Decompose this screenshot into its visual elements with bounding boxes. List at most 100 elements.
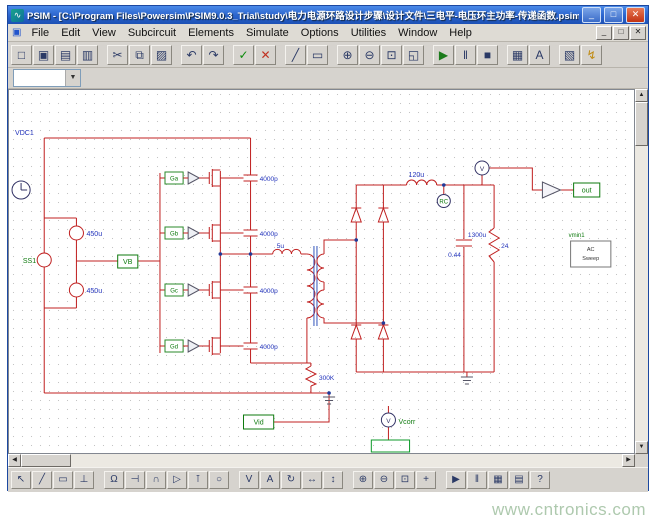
child-close-button[interactable]: ✕ [630,25,646,40]
text-button[interactable]: A [529,44,550,65]
vb-label-box[interactable]: VB [117,254,139,269]
clamp-capacitor-2[interactable] [243,229,258,237]
rotate-tool-button[interactable]: ↻ [281,471,301,489]
clamp-capacitor-4[interactable] [243,342,258,350]
subcircuit-select-combo[interactable]: ▼ [13,69,81,87]
scroll-right-icon[interactable]: ▶ [622,454,635,467]
menu-view[interactable]: View [92,26,116,39]
scroll-left-icon[interactable]: ◀ [8,454,21,467]
source-tool-button[interactable]: ○ [209,471,229,489]
close-button[interactable]: ✕ [626,7,645,23]
ground-tool-button[interactable]: ⊥ [74,471,94,489]
child-minimize-button[interactable]: _ [596,25,612,40]
voltage-probe-tool-button[interactable]: V [239,471,259,489]
diode-top-left[interactable] [350,206,362,223]
switch-gb[interactable]: Gb [164,224,221,242]
output-port-box[interactable]: out [573,182,601,198]
document-icon[interactable]: ▣ [12,27,22,38]
confirm-button[interactable]: ✓ [233,44,254,65]
cut-button[interactable]: ✂ [107,44,128,65]
clamp-capacitor-3[interactable] [243,286,258,294]
zoom-out-tool-button[interactable]: ⊖ [374,471,394,489]
paste-button[interactable]: ▨ [151,44,172,65]
wire-tool-button[interactable]: ╱ [32,471,52,489]
vid-label-box[interactable]: Vid [242,414,275,430]
clock-source[interactable] [11,180,31,200]
chevron-down-icon[interactable]: ▼ [65,70,80,86]
horizontal-scroll-thumb[interactable] [21,454,71,467]
menu-elements[interactable]: Elements [188,26,234,39]
load-resistor[interactable] [488,227,501,263]
rc-probe[interactable]: RC [436,194,451,208]
series-inductor[interactable] [272,248,302,255]
cancel-button[interactable]: ✕ [255,44,276,65]
bus-source-bottom[interactable] [68,282,84,298]
mosfet-tool-button[interactable]: ⊺ [188,471,208,489]
copy-button[interactable]: ⧉ [129,44,150,65]
op-amp[interactable] [541,181,562,199]
menu-utilities[interactable]: Utilities [350,26,387,39]
menu-subcircuit[interactable]: Subcircuit [127,26,177,39]
run-tool-button[interactable]: ▶ [446,471,466,489]
switch-gd[interactable]: Gd [164,337,221,355]
bus-source-top[interactable] [68,225,84,241]
vcorr-block[interactable] [370,439,411,453]
run-simulation-button[interactable]: ▶ [433,44,454,65]
save-button[interactable]: ▤ [55,44,76,65]
voltage-sensor-vcorr[interactable]: V [380,412,396,428]
inductor-tool-button[interactable]: ∩ [146,471,166,489]
resistor-tool-button[interactable]: Ω [104,471,124,489]
scroll-up-icon[interactable]: ▲ [635,89,648,102]
capacitor-tool-button[interactable]: ⊣ [125,471,145,489]
wire-button[interactable]: ╱ [285,44,306,65]
new-button[interactable]: □ [11,44,32,65]
probe-button[interactable]: ↯ [581,44,602,65]
output-inductor[interactable] [406,179,438,186]
zoom-fit-button[interactable]: ◱ [403,44,424,65]
menu-edit[interactable]: Edit [61,26,81,39]
stop-button[interactable]: ■ [477,44,498,65]
soft-start-source[interactable] [36,252,52,268]
ground-symbol-right[interactable] [460,376,473,385]
diode-tool-button[interactable]: ▷ [167,471,187,489]
print-button[interactable]: ▥ [77,44,98,65]
ac-sweep-block[interactable]: AC Sweep [570,240,612,268]
simview-button[interactable]: ▦ [507,44,528,65]
menu-simulate[interactable]: Simulate [245,26,289,39]
child-restore-button[interactable]: □ [613,25,629,40]
pause-button[interactable]: ‖ [455,44,476,65]
help-tool-button[interactable]: ? [530,471,550,489]
zoom-in-tool-button[interactable]: ⊕ [353,471,373,489]
minimize-button[interactable]: _ [582,7,601,23]
open-button[interactable]: ▣ [33,44,54,65]
select-tool-button[interactable]: ↖ [11,471,31,489]
pause-tool-button[interactable]: ‖ [467,471,487,489]
horizontal-scrollbar[interactable]: ◀ ▶ [8,454,635,467]
pan-tool-button[interactable]: + [416,471,436,489]
zoom-in-button[interactable]: ⊕ [337,44,358,65]
menu-file[interactable]: File [31,26,50,39]
undo-button[interactable]: ↶ [181,44,202,65]
simview-tool-button[interactable]: ▦ [488,471,508,489]
menu-window[interactable]: Window [398,26,438,39]
clamp-capacitor-1[interactable] [243,174,258,182]
redo-button[interactable]: ↷ [203,44,224,65]
label-tool-button[interactable]: ▭ [53,471,73,489]
scroll-down-icon[interactable]: ▼ [635,441,648,454]
zoom-window-button[interactable]: ⊡ [381,44,402,65]
zoom-window-tool-button[interactable]: ⊡ [395,471,415,489]
vertical-scroll-thumb[interactable] [635,102,648,146]
flip-v-tool-button[interactable]: ↕ [323,471,343,489]
scope-tool-button[interactable]: ▤ [509,471,529,489]
schematic-canvas[interactable]: VDC1 SS1 450u 45 [8,89,635,454]
menu-options[interactable]: Options [300,26,339,39]
feedback-resistor[interactable] [304,365,318,387]
switch-ga[interactable]: Ga [164,169,221,187]
vertical-scroll-track[interactable] [635,146,648,441]
maximize-button[interactable]: □ [604,7,623,23]
output-capacitor[interactable] [455,239,472,247]
switch-gc[interactable]: Gc [164,281,221,299]
diode-bottom-right[interactable] [377,323,390,340]
diode-top-right[interactable] [377,206,390,223]
vertical-scrollbar[interactable]: ▲ ▼ [635,89,648,454]
